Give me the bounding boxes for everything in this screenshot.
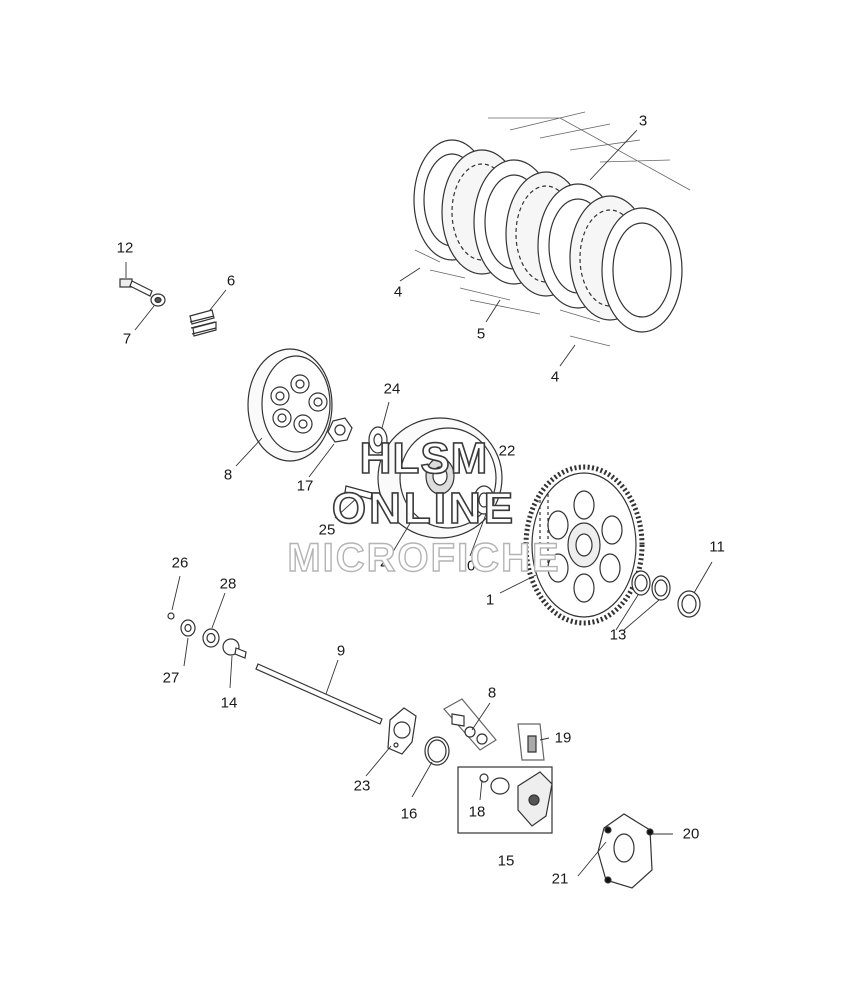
clutch-hub-2 bbox=[377, 417, 503, 539]
piston-kit-9 bbox=[443, 698, 497, 751]
callout-26: 25 bbox=[318, 521, 336, 539]
callout-18: 17 bbox=[296, 477, 314, 495]
pushrod-10 bbox=[255, 663, 383, 725]
callout-22: 21 bbox=[551, 870, 569, 888]
callout-11: 10 bbox=[458, 557, 476, 575]
gasket-24 bbox=[387, 707, 417, 755]
ball-27 bbox=[167, 612, 175, 620]
clutch-basket-1 bbox=[523, 464, 645, 626]
callout-25: 24 bbox=[383, 380, 401, 398]
callout-14: 13 bbox=[609, 626, 627, 644]
bushing-14a bbox=[631, 570, 651, 596]
washer-25 bbox=[368, 426, 388, 454]
clutch-cover-21 bbox=[597, 813, 654, 889]
bleed-screw-20 bbox=[517, 723, 545, 761]
slave-cylinder-kit-16 bbox=[457, 766, 553, 834]
callout-27: 26 bbox=[171, 554, 189, 572]
callout-8: 8 bbox=[223, 466, 233, 484]
callout-3: 3 bbox=[638, 112, 648, 130]
clutch-disc-stack bbox=[413, 111, 691, 347]
callout-4-upper: 4 bbox=[393, 283, 403, 301]
disc-7 bbox=[601, 207, 683, 333]
washer-29 bbox=[202, 628, 220, 648]
pushrod-26 bbox=[344, 485, 373, 500]
callout-12: 11 bbox=[709, 538, 725, 556]
callout-10: 9 bbox=[336, 642, 346, 660]
callout-17: 16 bbox=[400, 805, 418, 823]
callout-1: 1 bbox=[485, 591, 495, 609]
callout-21: 20 bbox=[682, 825, 700, 843]
washer-28 bbox=[180, 619, 196, 637]
callout-4-lower: 4 bbox=[550, 368, 560, 386]
thrust-washer-12 bbox=[677, 590, 701, 618]
callout-6: 6 bbox=[226, 272, 236, 290]
o-ring-17 bbox=[424, 736, 450, 766]
callout-16: 15 bbox=[497, 852, 515, 870]
washer-11 bbox=[473, 485, 495, 515]
spring-6 bbox=[189, 309, 217, 337]
callout-19: 18 bbox=[468, 803, 486, 821]
leader-lines bbox=[125, 129, 713, 877]
callout-28: 27 bbox=[162, 669, 180, 687]
bushing-14b bbox=[651, 575, 671, 601]
callout-9: 8 bbox=[487, 684, 497, 702]
callout-13: 12 bbox=[116, 239, 134, 257]
nut-18 bbox=[327, 417, 353, 443]
pushrod-piece-15 bbox=[222, 638, 247, 659]
callout-7: 7 bbox=[122, 330, 132, 348]
callout-24: 23 bbox=[353, 777, 371, 795]
callout-2: 2 bbox=[379, 553, 389, 571]
callout-15: 14 bbox=[220, 694, 238, 712]
callout-20: 19 bbox=[554, 729, 572, 747]
callout-23: 22 bbox=[498, 442, 516, 460]
washer-7 bbox=[150, 293, 166, 307]
callout-29: 28 bbox=[219, 575, 237, 593]
callout-5: 5 bbox=[476, 325, 486, 343]
pressure-plate-8 bbox=[247, 348, 333, 462]
bolt-13 bbox=[119, 278, 153, 297]
